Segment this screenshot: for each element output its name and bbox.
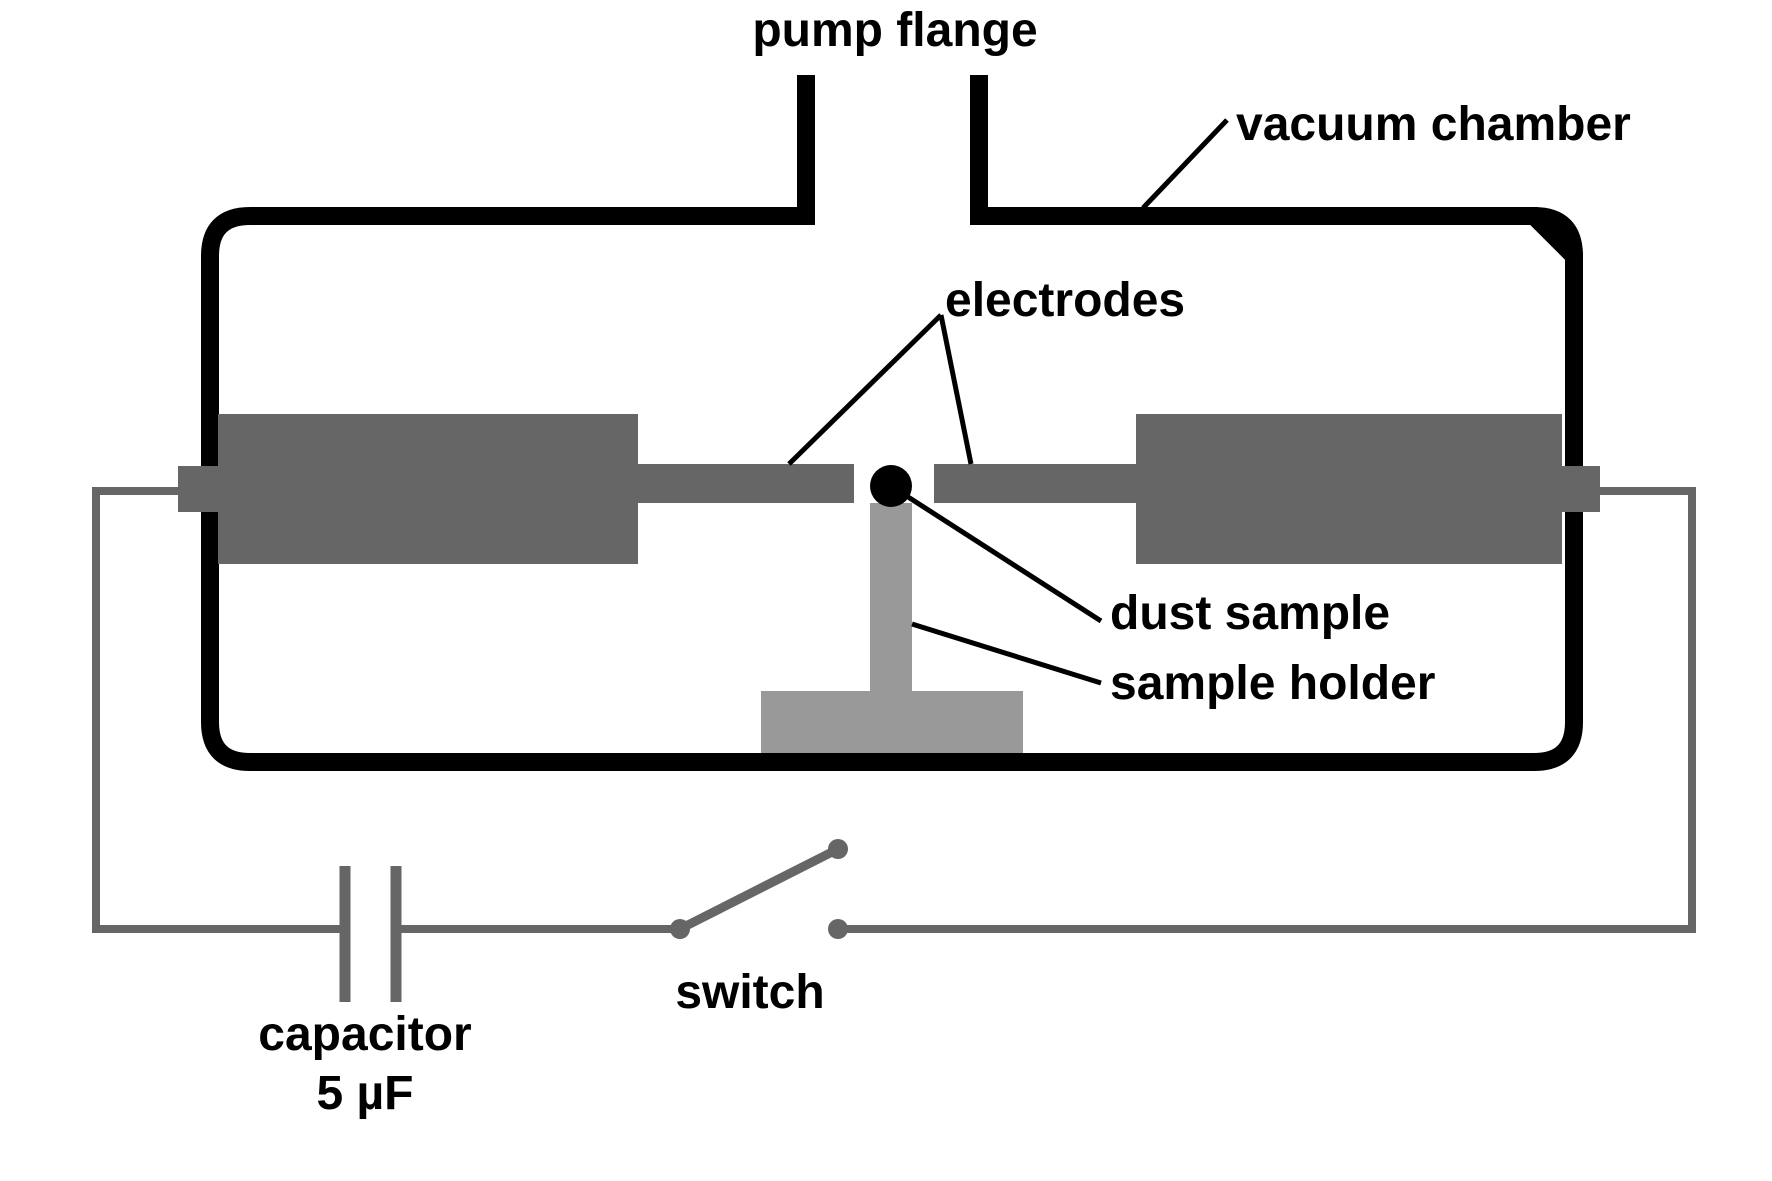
- vacuum-chamber-corner-fix: [1533, 207, 1583, 257]
- sample-holder-label: sample holder: [1110, 657, 1435, 710]
- circuit-right-wire: [838, 487, 1696, 933]
- right-electrode-block: [1136, 414, 1562, 564]
- electrodes-leader-right: [938, 314, 974, 465]
- pump-flange-label: pump flange: [752, 4, 1037, 57]
- vacuum-chamber-wall: [201, 75, 1583, 771]
- left-electrode-rod: [638, 464, 854, 503]
- switch-contact-right: [828, 919, 848, 939]
- right-electrode-feedthrough: [1560, 466, 1600, 512]
- dust-sample-label: dust sample: [1110, 587, 1390, 640]
- circuit: [92, 487, 1696, 1002]
- switch-contact-left: [670, 919, 690, 939]
- electrodes-leader-left: [787, 313, 943, 466]
- vacuum-chamber-leader: [1141, 118, 1229, 210]
- sample-holder-base: [761, 691, 1023, 753]
- switch-symbol: [670, 839, 848, 939]
- switch-contact-top: [828, 839, 848, 859]
- right-electrode-rod: [934, 464, 1138, 503]
- capacitor-symbol: [339, 866, 402, 1002]
- capacitance-label: 5 µF: [316, 1067, 413, 1120]
- electrodes-label: electrodes: [945, 274, 1185, 327]
- switch-label: switch: [675, 966, 824, 1019]
- leader-lines: [787, 118, 1229, 686]
- left-electrode-block: [218, 414, 638, 564]
- capacitor-label: capacitor: [258, 1008, 471, 1061]
- circuit-left-wire: [92, 487, 345, 933]
- vacuum-chamber-label: vacuum chamber: [1236, 98, 1631, 151]
- left-electrode-feedthrough: [178, 466, 218, 512]
- switch-lever: [677, 844, 841, 934]
- sample-holder-leader: [911, 621, 1102, 686]
- electrodes: [178, 414, 1600, 564]
- sample-holder: [761, 503, 1023, 753]
- sample-holder-post: [870, 503, 912, 693]
- dust-sample-leader: [889, 483, 1103, 624]
